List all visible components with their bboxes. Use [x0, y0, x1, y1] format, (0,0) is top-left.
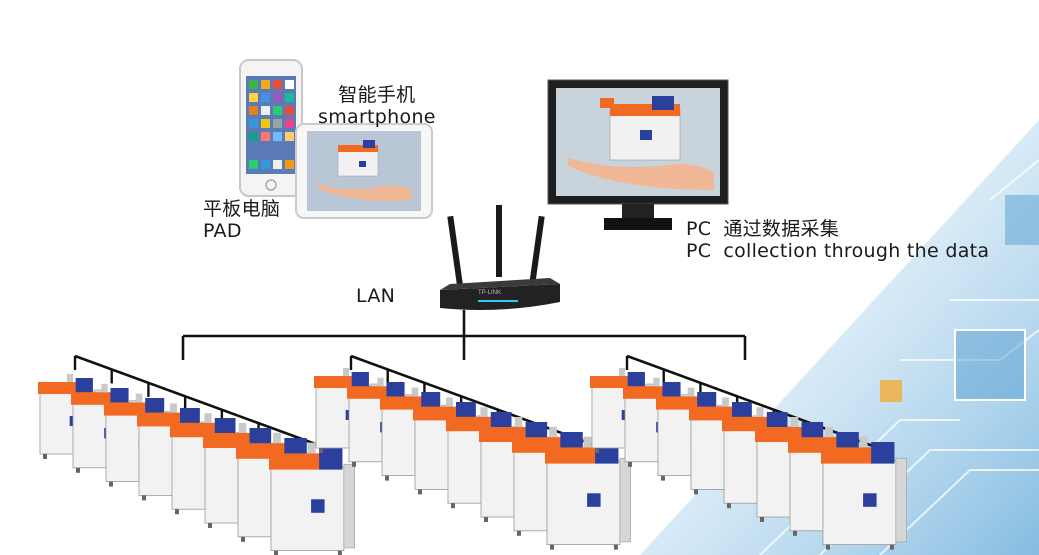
- pc-prefix-2: PC: [686, 240, 712, 262]
- app-icons-grid: [249, 80, 294, 169]
- machine-groups: [38, 368, 908, 555]
- machine-unit: [821, 436, 908, 550]
- machine-unit: [269, 442, 355, 555]
- home-button-icon: [265, 179, 277, 191]
- tablet-device: [295, 123, 433, 219]
- machine-group-2: [314, 368, 632, 550]
- pc-label-en: collection through the data: [723, 240, 990, 262]
- machine-unit: [545, 436, 632, 550]
- pad-label-cn: 平板电脑: [203, 198, 281, 220]
- router-device: TP-LINK: [440, 205, 560, 310]
- lan-label: LAN: [356, 285, 396, 307]
- pad-label-en: PAD: [203, 220, 242, 242]
- smartphone-label: 智能手机 smartphone: [318, 84, 436, 128]
- router-brand-text: TP-LINK: [478, 290, 501, 296]
- pc-prefix-1: PC: [686, 218, 712, 240]
- machine-group-1: [38, 374, 355, 555]
- smartphone-label-en: smartphone: [318, 106, 436, 128]
- pc-label: PC 通过数据采集 PC collection through the data: [686, 218, 989, 262]
- pc-label-cn: 通过数据采集: [723, 218, 840, 240]
- machine-group-3: [590, 368, 908, 550]
- pad-label: 平板电脑 PAD: [203, 198, 280, 242]
- smartphone-device: [239, 59, 303, 197]
- smartphone-label-cn: 智能手机: [338, 84, 416, 106]
- pc-monitor: [547, 79, 729, 230]
- network-lines: [181, 310, 747, 360]
